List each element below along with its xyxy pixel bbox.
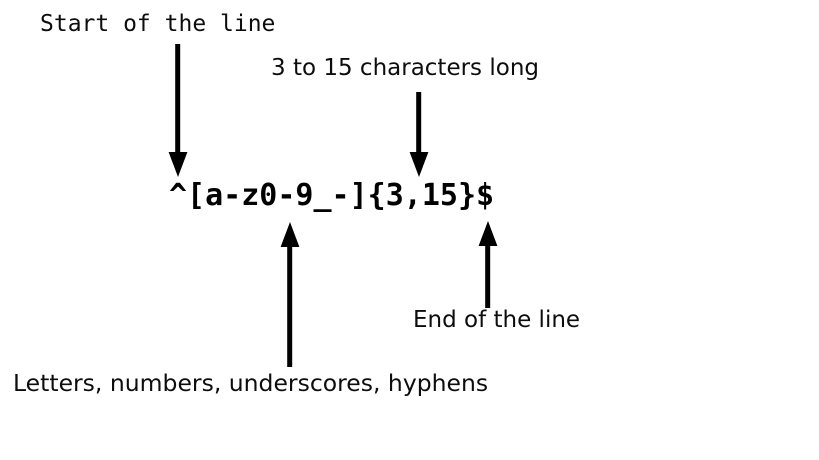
annotation-label-character-class: Letters, numbers, underscores, hyphens xyxy=(13,369,489,397)
arrow-up-end-of-line xyxy=(477,220,499,308)
clipped-left-edge-fragment: : xyxy=(0,372,3,398)
annotation-label-end-of-line: End of the line xyxy=(413,307,581,333)
arrow-up-character-class xyxy=(279,221,301,367)
annotation-label-start-of-line: Start of the line xyxy=(40,11,276,37)
annotation-label-length-range: 3 to 15 characters long xyxy=(271,55,539,81)
arrow-down-length-range xyxy=(408,92,430,178)
arrow-down-start-of-line xyxy=(167,44,189,178)
regex-pattern-text: ^[a-z0-9_-]{3,15}$ xyxy=(169,178,495,213)
